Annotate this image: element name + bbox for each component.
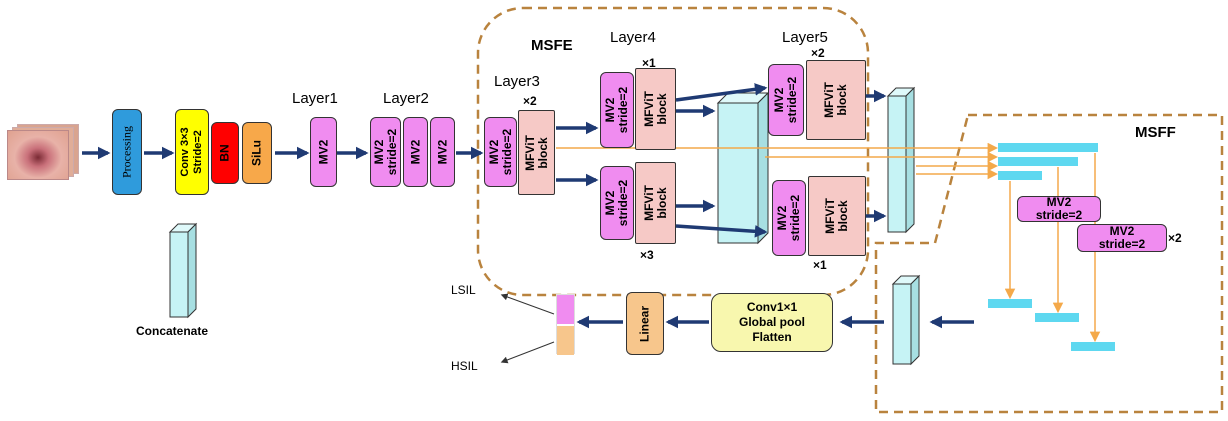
layer4-top-multiplier: ×1 [642,56,656,70]
msff-group-outline [874,113,1224,414]
layer4-bottom-mfvit-block: MFViT block [635,162,676,244]
mv2-stride-label: MV2 stride=2 [603,86,630,134]
msfe-group-outline [476,6,870,297]
bn-block: BN [211,122,239,184]
lsil-label: LSIL [451,283,476,297]
msff-bar-1 [998,143,1098,152]
processing-block: Processing [112,109,142,195]
silu-block: SiLu [242,122,272,184]
mv2-label: MV2 [316,139,330,165]
lsil-arrow [500,293,555,315]
mfvit-label: MFViT block [641,185,669,221]
fused-feature-cuboid [891,274,921,366]
layer4-label: Layer4 [610,29,656,46]
layer4-top-mv2-stride-block: MV2 stride=2 [600,72,634,148]
flow-arrow [675,224,768,238]
mv2-stride-label: MV2 stride=2 [486,128,514,176]
mfvit-label: MFViT block [641,91,669,127]
msff-mv2-stride-block-a: MV2 stride=2 [1017,196,1101,222]
mv2-stride-label: MV2 stride=2 [603,179,630,227]
msff-bar-4 [988,299,1032,308]
layer5-label: Layer5 [782,29,828,46]
msff-mv2-stride-block-b: MV2 stride=2 [1077,224,1167,252]
layer4-top-mfvit-block: MFViT block [635,68,676,150]
msff-bar-6 [1071,342,1115,351]
layer3-mfvit-block: MFViT block [518,110,555,195]
layer3-mv2-stride-block: MV2 stride=2 [484,117,517,187]
pool-label: Conv1×1 Global pool Flatten [739,300,805,344]
layer2-mv2-block: MV2 [430,117,455,187]
msff-bar-3 [998,171,1042,180]
mfvit-label: MFViT block [522,134,550,171]
hsil-label: HSIL [451,359,478,373]
layer3-label: Layer3 [494,73,540,90]
pool-block: Conv1×1 Global pool Flatten [711,293,833,352]
input-colposcopy-image [7,124,79,180]
mv2-stride-label: MV2 stride=2 [1098,224,1146,251]
bn-label: BN [217,144,232,162]
msff-bar-2 [998,157,1078,166]
layer5-top-multiplier: ×2 [811,46,825,60]
msff-label: MSFF [1135,124,1176,141]
msff-multiplier: ×2 [1168,231,1182,245]
layer1-mv2-block: MV2 [310,117,337,187]
mfvit-label: MFViT block [823,198,850,234]
conv-block: Conv 3×3 Stride=2 [175,109,209,195]
layer5-top-mfvit-block: MFViT block [806,60,866,140]
mv2-label: MV2 [408,139,422,165]
layer5-top-mv2-stride-block: MV2 stride=2 [768,64,804,136]
layer4-bottom-multiplier: ×3 [640,248,654,262]
layer2-mv2-stride-block: MV2 stride=2 [370,117,401,187]
msff-bar-5 [1035,313,1079,322]
layer5-output-cuboid [886,86,916,234]
mv2-stride-label: MV2 stride=2 [775,194,802,242]
concatenate-label: Concatenate [136,324,209,338]
linear-label: Linear [637,305,652,342]
hsil-arrow [500,341,555,364]
flow-arrow [675,83,768,102]
mv2-stride-label: MV2 stride=2 [371,128,399,176]
output-probability-bar [556,294,575,355]
layer5-bottom-mfvit-block: MFViT block [808,176,866,256]
msfe-label: MSFE [531,37,573,54]
processing-label: Processing [119,126,134,178]
linear-block: Linear [626,292,664,355]
concatenate-cuboid [168,222,198,319]
conv-label: Conv 3×3 Stride=2 [179,127,204,177]
layer3-multiplier: ×2 [523,94,537,108]
hsil-score-cell [557,326,574,355]
mv2-stride-label: MV2 stride=2 [1035,195,1083,222]
layer5-bottom-multiplier: ×1 [813,258,827,272]
lsil-score-cell [557,295,574,326]
silu-label: SiLu [249,140,264,166]
layer4-bottom-mv2-stride-block: MV2 stride=2 [600,166,634,240]
layer2-mv2-block: MV2 [403,117,428,187]
layer4-output-cuboid [716,91,770,245]
layer1-label: Layer1 [292,90,338,107]
mv2-stride-label: MV2 stride=2 [772,76,799,124]
mfvit-label: MFViT block [822,82,849,118]
mv2-label: MV2 [435,139,449,165]
layer2-label: Layer2 [383,90,429,107]
layer5-bottom-mv2-stride-block: MV2 stride=2 [772,180,806,256]
